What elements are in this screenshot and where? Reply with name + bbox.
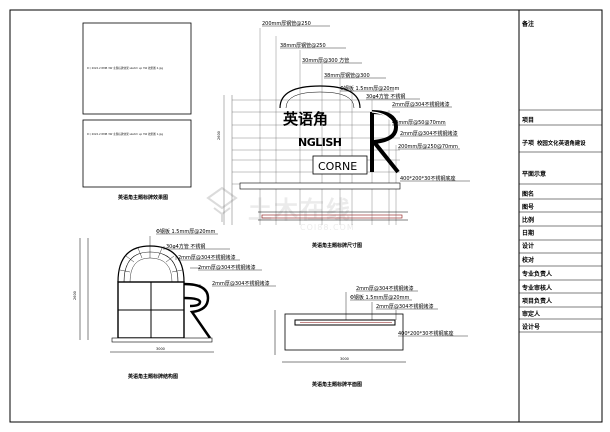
plan-drawing: 3000 2mm厚@304不锈钢烤漆 Φ钢板 1.5mm厚@20mm 2mm厚@… [274, 285, 468, 363]
sign-corne-box [312, 155, 368, 175]
structure-caption: 英语角主题标牌结构图 [128, 373, 178, 380]
plan-caption: 英语角主题标牌平面图 [312, 381, 362, 388]
structure-callout: Φ钢板 1.5mm厚@20mm [156, 228, 215, 235]
elevation-callout: 2mm厚@304不锈钢烤漆 [400, 130, 457, 137]
title-block-label-specialty_lead: 专业负责人 [522, 270, 553, 278]
plan-dim-bottom-text: 3000 [340, 357, 349, 361]
structure-arch-inner2 [129, 257, 173, 283]
elevation-callout: 38mm厚钢管@300 [324, 72, 370, 79]
title-block-label-remark: 备注 [521, 20, 534, 28]
structure-base [111, 337, 213, 343]
title-block-label-project_lead: 项目负责人 [522, 297, 553, 305]
title-block-label-design_no: 设计号 [522, 323, 540, 331]
elevation-callout: Φ钢板 1.5mm厚@20mm [340, 85, 399, 92]
sign-english-line1: NGLISH [298, 136, 342, 149]
elevation-callout-underlines [262, 25, 470, 182]
plan-callout: 2mm厚@304不锈钢烤漆 [356, 285, 413, 292]
elevation-callout: 200mm厚@250@70mm [398, 144, 458, 150]
watermark-logo-icon [206, 186, 238, 222]
structure-callout: 2mm厚@304不锈钢烤漆 [178, 254, 235, 261]
structure-r-shape [183, 282, 212, 339]
plan-callout-underlines [350, 290, 468, 337]
plan-callout: 2mm厚@304不锈钢烤漆 [376, 303, 433, 310]
elevation-callout: 30mm厚@300 方管 [302, 57, 349, 64]
elevation-callout: 400*200*30不锈钢底座 [400, 175, 455, 182]
structure-leaders [149, 236, 201, 286]
sign-arch-inner [285, 91, 355, 109]
title-block: 备注项目子项校园文化英语角建设平面示意图名图号比例日期设计校对专业负责人专业审核… [518, 10, 602, 422]
title-block-label-drawing_no: 图号 [522, 203, 534, 211]
structure-callout: 30φ4方管 不锈钢 [166, 243, 205, 250]
sign-base [239, 182, 401, 190]
structure-arch-ribs [119, 246, 183, 273]
elevation-caption: 英语角主题标牌尺寸图 [312, 242, 362, 249]
elevation-callout: 200mm厚钢管@250 [262, 20, 311, 27]
structure-callout: 2mm厚@304不锈钢烤漆 [198, 264, 255, 271]
title-block-label-item: 项目 [522, 116, 534, 124]
plan-callout: Φ钢板 1.5mm厚@20mm [350, 294, 409, 301]
structure-callout-underlines [156, 233, 276, 287]
title-block-label-plan: 平面示意 [522, 170, 546, 178]
title-block-label-scale: 比例 [522, 216, 534, 224]
title-block-label-design: 设计 [522, 242, 534, 250]
title-block-label-specialty_review: 专业审核人 [522, 284, 553, 292]
elevation-drawing: 2600 英语角 NGLISH [217, 20, 470, 225]
title-block-label-subitem: 子项 [522, 139, 534, 147]
elevation-dim-ruler [261, 214, 403, 219]
sign-letter-r-inner [371, 111, 393, 128]
watermark-text: 土木在线 [248, 196, 352, 224]
structure-dim-text: 2600 [73, 291, 77, 300]
title-block-label-check: 校对 [522, 256, 534, 264]
title-block-label-drawing_name: 图名 [522, 190, 534, 198]
title-block-label-approve: 审定人 [522, 310, 541, 318]
plan-callout: 400*200*30不锈钢底座 [398, 330, 453, 337]
elevation-callout: 40mm厚@50@70mm [392, 120, 446, 126]
structure-drawing: 2600 3000 [73, 228, 276, 353]
rendering-frame-1 [82, 22, 192, 115]
sign-chinese-text: 英语角 [283, 110, 328, 128]
sign-arch-outline [279, 85, 361, 109]
watermark-subtext: COI88.COM [300, 223, 355, 232]
structure-callout: 2mm厚@304不锈钢烤漆 [212, 280, 269, 287]
rendering-panel-1: D:\ 2022.2 RMB 3W 主题标牌效果 sketch up 3W 效果… [82, 22, 192, 115]
rendering-panel-2: D:\ 2022.2 RMB 3W 主题标牌效果 sketch up 3W 效果… [82, 119, 192, 188]
sign-letter-r [370, 110, 400, 174]
plan-outline [284, 313, 404, 351]
watermark: 土木在线 COI88.COM [206, 186, 355, 232]
structure-dim-bottom-text: 3000 [156, 347, 165, 351]
title-block-label-date: 日期 [522, 229, 534, 237]
rendering-frame-2 [82, 119, 192, 188]
plan-leaders [345, 292, 397, 320]
rendering-ref-1: D:\ 2022.2 RMB 3W 主题标牌效果 sketch up 3W 效果… [87, 66, 163, 70]
elevation-callout: 38mm厚钢管@250 [280, 42, 326, 49]
sign-english-line2: CORNE [318, 160, 357, 173]
structure-arch-inner [123, 251, 179, 283]
title-block-value-subitem: 校园文化英语角建设 [537, 139, 586, 147]
elevation-dim-text: 2600 [217, 131, 221, 140]
rendering-ref-2: D:\ 2022.2 RMB 3W 主题标牌效果 sketch up 3W 效果… [87, 132, 163, 136]
drawing-frame [9, 9, 603, 423]
rendering-caption: 英语角主题标牌效果图 [118, 194, 168, 201]
elevation-callout: 30φ4方管 不锈钢 [366, 93, 405, 100]
elevation-callouts: 200mm厚钢管@250 38mm厚钢管@250 30mm厚@300 方管 38… [262, 20, 458, 182]
elevation-callout: 2mm厚@304不锈钢烤漆 [392, 101, 449, 108]
